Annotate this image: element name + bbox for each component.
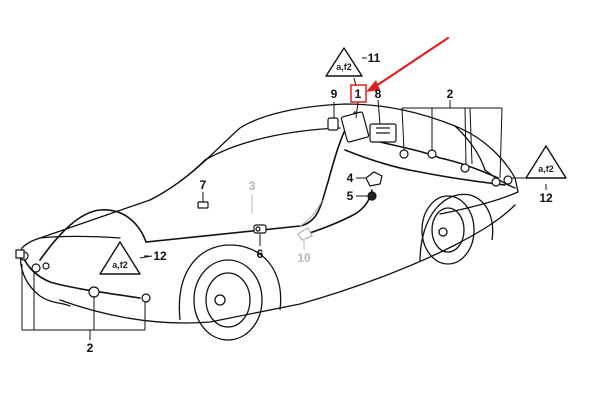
callout-4: 4: [347, 171, 354, 185]
leader-lines: [21, 77, 532, 340]
warning-sign-top-text: a,f2: [336, 62, 352, 72]
callout-7: 7: [200, 178, 207, 192]
callout-2-bottom: 2: [87, 341, 94, 355]
grommet-items: [365, 171, 383, 201]
callout-1: 1: [355, 87, 362, 101]
front-parking-sensors: [15, 249, 151, 303]
callout-12-left: 12: [153, 249, 167, 263]
front-wheel: [178, 244, 282, 341]
callout-9: 9: [331, 87, 338, 101]
rear-wheel: [419, 193, 494, 265]
warning-sign-right-text: a,f2: [538, 164, 554, 174]
callout-8: 8: [375, 87, 382, 101]
callout-6: 6: [257, 247, 264, 261]
wiring-harness: [21, 111, 506, 299]
leader-lines-muted: [251, 194, 305, 250]
warning-sign-right: a,f2: [525, 145, 567, 179]
rear-parking-sensors: [399, 149, 513, 187]
control-unit: [340, 111, 397, 143]
highlight-box: [350, 84, 367, 103]
bracket-item-9: [327, 117, 339, 131]
callout-10: 10: [297, 251, 311, 265]
callout-2-top: 2: [447, 87, 454, 101]
callout-3: 3: [249, 179, 256, 193]
warning-sign-top: a,f2: [325, 47, 363, 77]
car-body-outline: [19, 103, 519, 324]
sensor-item-10: [297, 227, 313, 241]
muted-wiring: [299, 199, 323, 227]
connector-item-6: [253, 224, 267, 234]
callout-12-right: 12: [539, 191, 553, 205]
warning-sign-left: a,f2: [99, 241, 141, 275]
clip-item-7: [197, 201, 209, 209]
callout-11: 11: [368, 51, 381, 65]
warning-sign-left-text: a,f2: [112, 260, 128, 270]
highlight-arrow: [366, 36, 450, 92]
callout-5: 5: [347, 189, 354, 203]
callout-dashes: [144, 57, 547, 257]
